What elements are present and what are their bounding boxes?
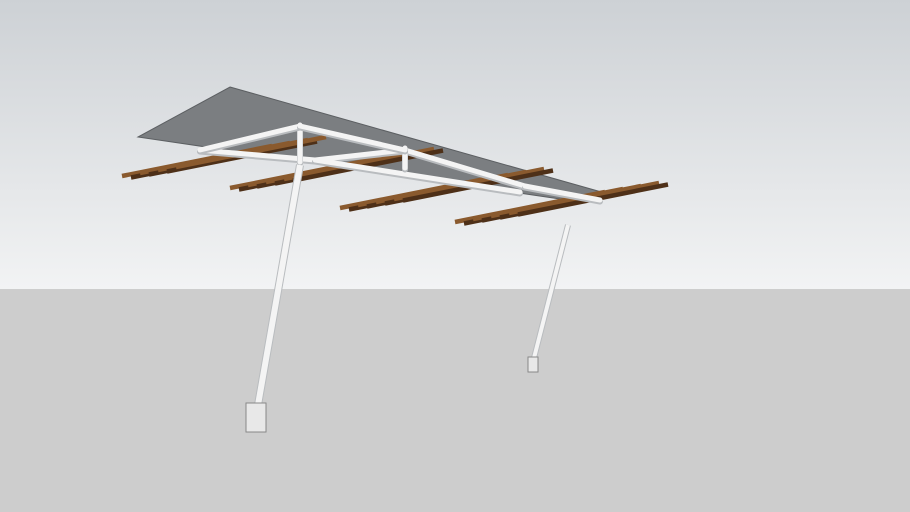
pipe [312,147,408,163]
right-post [532,224,570,359]
ground-plane [0,289,910,512]
left-post [255,164,303,406]
right-footing [527,356,539,373]
pipe [312,157,523,195]
pipe [197,123,303,153]
pipe-frame [197,122,603,205]
pipe [197,147,318,163]
support-posts [245,164,571,433]
pipe [402,147,528,189]
left-footing [245,402,267,433]
pipe [522,183,603,203]
sky [0,0,910,289]
pipe [297,123,408,153]
